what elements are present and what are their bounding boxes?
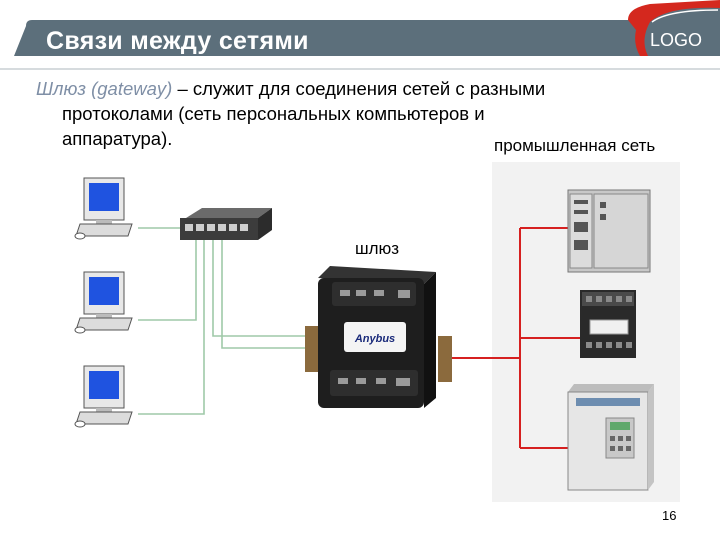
gateway-label: шлюз xyxy=(355,239,400,258)
pc-3 xyxy=(74,365,133,428)
keyboard-icon xyxy=(75,317,133,331)
body-line-2: протоколами (сеть персональных компьютер… xyxy=(62,103,485,124)
drive-display xyxy=(610,422,630,430)
cable-pc3 xyxy=(138,240,205,415)
body-line-1: Шлюз (gateway) – служит для соединения с… xyxy=(36,76,706,101)
mouse-icon xyxy=(74,420,86,428)
gateway-brand: Anybus xyxy=(354,333,395,345)
operator-panel xyxy=(580,290,636,358)
body-line-3: аппаратура). xyxy=(62,128,173,149)
pc-2 xyxy=(74,271,133,334)
slide-title: Связи между сетями xyxy=(46,27,309,55)
lan-cables xyxy=(138,227,305,415)
network-switch xyxy=(180,208,272,240)
body-line-1-rest: – служит для соединения сетей с разными xyxy=(172,78,546,99)
slide-body: Шлюз (gateway) – служит для соединения с… xyxy=(36,76,706,151)
plc-device xyxy=(567,189,651,273)
pc-1 xyxy=(74,177,133,240)
cable-gateway-1 xyxy=(212,240,305,337)
panel-display xyxy=(589,319,629,335)
industrial-cables xyxy=(452,227,580,449)
drive-device xyxy=(567,384,654,491)
page-number: 16 xyxy=(662,508,677,523)
logo-text: LOGO xyxy=(650,30,703,50)
logo-badge xyxy=(644,7,720,56)
pc-screen xyxy=(89,277,119,305)
cable-pc2 xyxy=(138,240,197,321)
cable-gateway-2 xyxy=(221,240,305,349)
header-graphic xyxy=(0,0,720,70)
keyboard-icon xyxy=(75,411,133,425)
gateway-label-plate xyxy=(344,322,406,352)
mouse-icon xyxy=(74,326,86,334)
keyboard-icon xyxy=(75,223,133,237)
pc-screen xyxy=(89,371,119,399)
gateway-device: Anybus xyxy=(305,266,452,408)
pc-screen xyxy=(89,183,119,211)
industrial-network-label: промышленная сеть xyxy=(494,136,656,155)
slide-header xyxy=(0,0,720,72)
logo-arc xyxy=(651,9,719,23)
title-bar xyxy=(14,20,640,56)
gateway-term: Шлюз (gateway) xyxy=(36,78,173,99)
mouse-icon xyxy=(74,232,86,240)
